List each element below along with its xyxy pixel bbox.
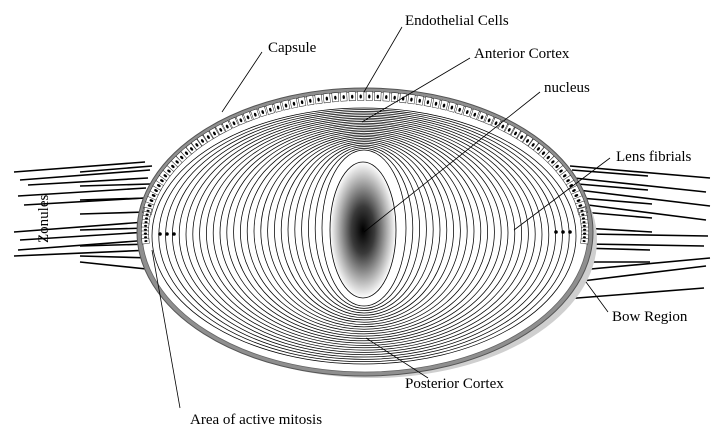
endothelial-cell [340,92,347,101]
label-posterior-cortex: Posterior Cortex [405,376,504,392]
label-anterior-cortex: Anterior Cortex [474,46,570,62]
label-bow-region: Bow Region [612,309,688,325]
label-endothelial-cells: Endothelial Cells [405,13,509,29]
zonule-fiber [580,198,652,204]
endothelial-cell [383,92,390,101]
endothelial-cell [306,95,314,105]
endothelial-cell [400,93,407,103]
zonule-fiber [14,250,152,256]
zonule-fiber [572,170,648,176]
leader-endothelial-cells [364,27,402,92]
endothelial-cell [332,92,339,102]
zonule-fiber [14,162,145,172]
endothelial-cell [349,92,356,101]
endothelial-cell [581,238,589,244]
leader-capsule [222,52,262,112]
endothelial-cell [424,97,432,107]
label-lens-fibrials: Lens fibrials [616,149,692,165]
zonule-fiber [586,244,704,246]
label-zonules: Zonules [36,195,52,243]
endothelial-cell [391,92,398,102]
zonule-fiber [14,222,145,232]
ellipsis-dots-left-icon [158,232,176,236]
zonule-fiber [80,184,150,186]
endothelial-cell [366,91,373,100]
lens-nucleus [330,162,396,298]
zonule-fiber [80,198,148,200]
endothelial-cell [357,91,364,100]
label-nucleus: nucleus [544,80,590,96]
zonule-fiber [80,212,147,214]
ellipsis-dots-right-icon [554,230,572,234]
label-area-of-active-mitosis: Area of active mitosis [190,412,322,428]
endothelial-cell [142,238,150,244]
endothelial-cell [416,95,424,105]
zonule-fiber [588,234,708,236]
endothelial-cell [298,97,306,107]
endothelial-cell [315,94,323,104]
endothelial-cell [408,94,416,104]
endothelial-cell [323,93,330,103]
endothelial-cell [374,92,381,101]
label-capsule: Capsule [268,40,317,56]
